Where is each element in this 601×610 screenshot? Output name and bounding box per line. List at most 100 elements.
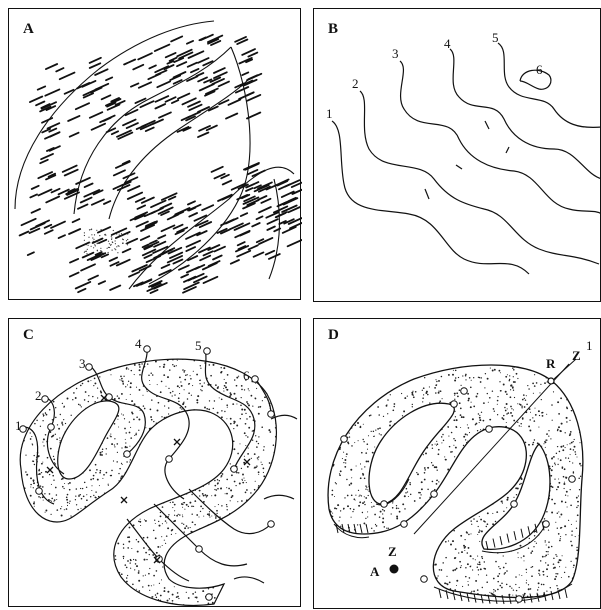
stipple-dot xyxy=(128,350,129,351)
stipple-dot xyxy=(242,581,243,582)
stipple-dot xyxy=(526,580,527,581)
stipple-dot xyxy=(149,554,150,555)
stipple-dot xyxy=(283,595,285,597)
stipple-dot xyxy=(358,490,359,491)
stipple-dot xyxy=(561,423,563,425)
stipple-dot xyxy=(222,550,223,551)
stipple-dot xyxy=(483,343,484,344)
stipple-dot xyxy=(72,447,74,449)
stipple-dot xyxy=(185,461,186,462)
stipple-dot xyxy=(352,413,353,414)
cross-mark-2 xyxy=(47,467,53,473)
stipple-dot xyxy=(593,412,594,413)
stipple-dot xyxy=(235,485,236,486)
stipple-dot xyxy=(18,403,20,405)
stipple-dot xyxy=(191,414,192,415)
stipple-dot xyxy=(251,499,252,500)
cleavage-stroke xyxy=(151,290,158,293)
cleavage-stroke xyxy=(112,131,118,134)
stipple-dot xyxy=(142,443,143,444)
stipple-dot xyxy=(433,354,434,355)
marker-circle xyxy=(42,396,49,403)
stipple-dot xyxy=(523,528,524,529)
stipple-dot xyxy=(181,408,182,409)
stipple-dot xyxy=(456,585,457,586)
stipple-dot xyxy=(180,427,182,429)
stipple-dot xyxy=(425,514,426,515)
stipple-dot xyxy=(509,541,510,542)
stipple-dot xyxy=(34,602,35,603)
stipple-dot xyxy=(250,371,252,373)
stipple-dot xyxy=(470,566,471,567)
stipple-dot xyxy=(185,489,186,490)
stipple-dot xyxy=(136,565,138,567)
stipple-dot xyxy=(350,483,352,485)
stipple-dot xyxy=(118,397,120,399)
stipple-dot xyxy=(355,495,356,496)
stipple-dot xyxy=(143,444,144,445)
stipple-dot xyxy=(574,451,576,453)
stipple-dot xyxy=(50,571,51,572)
stipple-dot xyxy=(150,356,151,357)
stipple-dot xyxy=(183,524,184,525)
stipple-dot xyxy=(230,394,232,396)
stipple-dot xyxy=(480,328,481,329)
stipple-dot xyxy=(565,380,567,382)
stipple-dot xyxy=(16,319,18,321)
stipple-dot xyxy=(71,574,72,575)
stipple-dot xyxy=(462,375,463,376)
stipple-dot xyxy=(346,579,347,580)
stipple-dot xyxy=(408,597,409,598)
stipple-dot xyxy=(284,408,285,409)
stipple-dot xyxy=(471,507,473,509)
stipple-dot xyxy=(221,428,222,429)
stipple-dot xyxy=(347,540,349,542)
stipple-dot xyxy=(295,526,297,528)
stipple-dot xyxy=(34,375,35,376)
stipple-dot xyxy=(129,341,130,342)
stipple-dot xyxy=(426,413,427,414)
stipple-dot xyxy=(372,551,373,552)
stipple-dot xyxy=(551,512,553,514)
stipple-dot xyxy=(182,319,184,320)
stipple-dot xyxy=(401,393,402,394)
stipple-dot xyxy=(20,561,22,563)
stipple-dot xyxy=(287,431,288,432)
stipple-dot xyxy=(113,513,115,515)
stipple-dot xyxy=(21,497,22,498)
stipple-dot xyxy=(198,435,200,437)
stipple-dot xyxy=(558,482,560,484)
stipple-dot xyxy=(245,554,246,555)
cleavage-stroke xyxy=(116,162,130,168)
stipple-dot xyxy=(433,334,435,336)
stipple-dot xyxy=(529,355,530,356)
stipple-dot xyxy=(371,347,372,348)
stipple-dot xyxy=(244,456,245,457)
stipple-dot xyxy=(53,435,55,437)
stipple-dot xyxy=(123,384,124,385)
stipple-dot xyxy=(408,570,410,572)
stipple-dot xyxy=(402,503,404,505)
stipple-dot xyxy=(424,589,425,590)
stipple-dot xyxy=(271,492,272,493)
stipple-dot xyxy=(365,370,366,371)
stipple-dot xyxy=(230,530,231,531)
stipple-dot xyxy=(108,241,109,242)
stipple-dot xyxy=(272,336,274,338)
stipple-dot xyxy=(156,570,158,572)
stipple-dot xyxy=(159,460,160,461)
stipple-dot xyxy=(121,326,123,328)
stipple-dot xyxy=(101,329,102,330)
stipple-dot xyxy=(258,456,259,457)
stipple-dot xyxy=(557,588,559,590)
stipple-dot xyxy=(122,464,123,465)
stipple-dot xyxy=(402,351,404,353)
stipple-dot xyxy=(354,591,355,592)
stipple-dot xyxy=(30,597,31,598)
stipple-dot xyxy=(63,406,65,408)
stipple-dot xyxy=(58,528,59,529)
stipple-dot xyxy=(23,541,25,543)
stipple-dot xyxy=(248,448,249,449)
stipple-dot xyxy=(97,250,98,251)
stipple-dot xyxy=(66,497,68,499)
